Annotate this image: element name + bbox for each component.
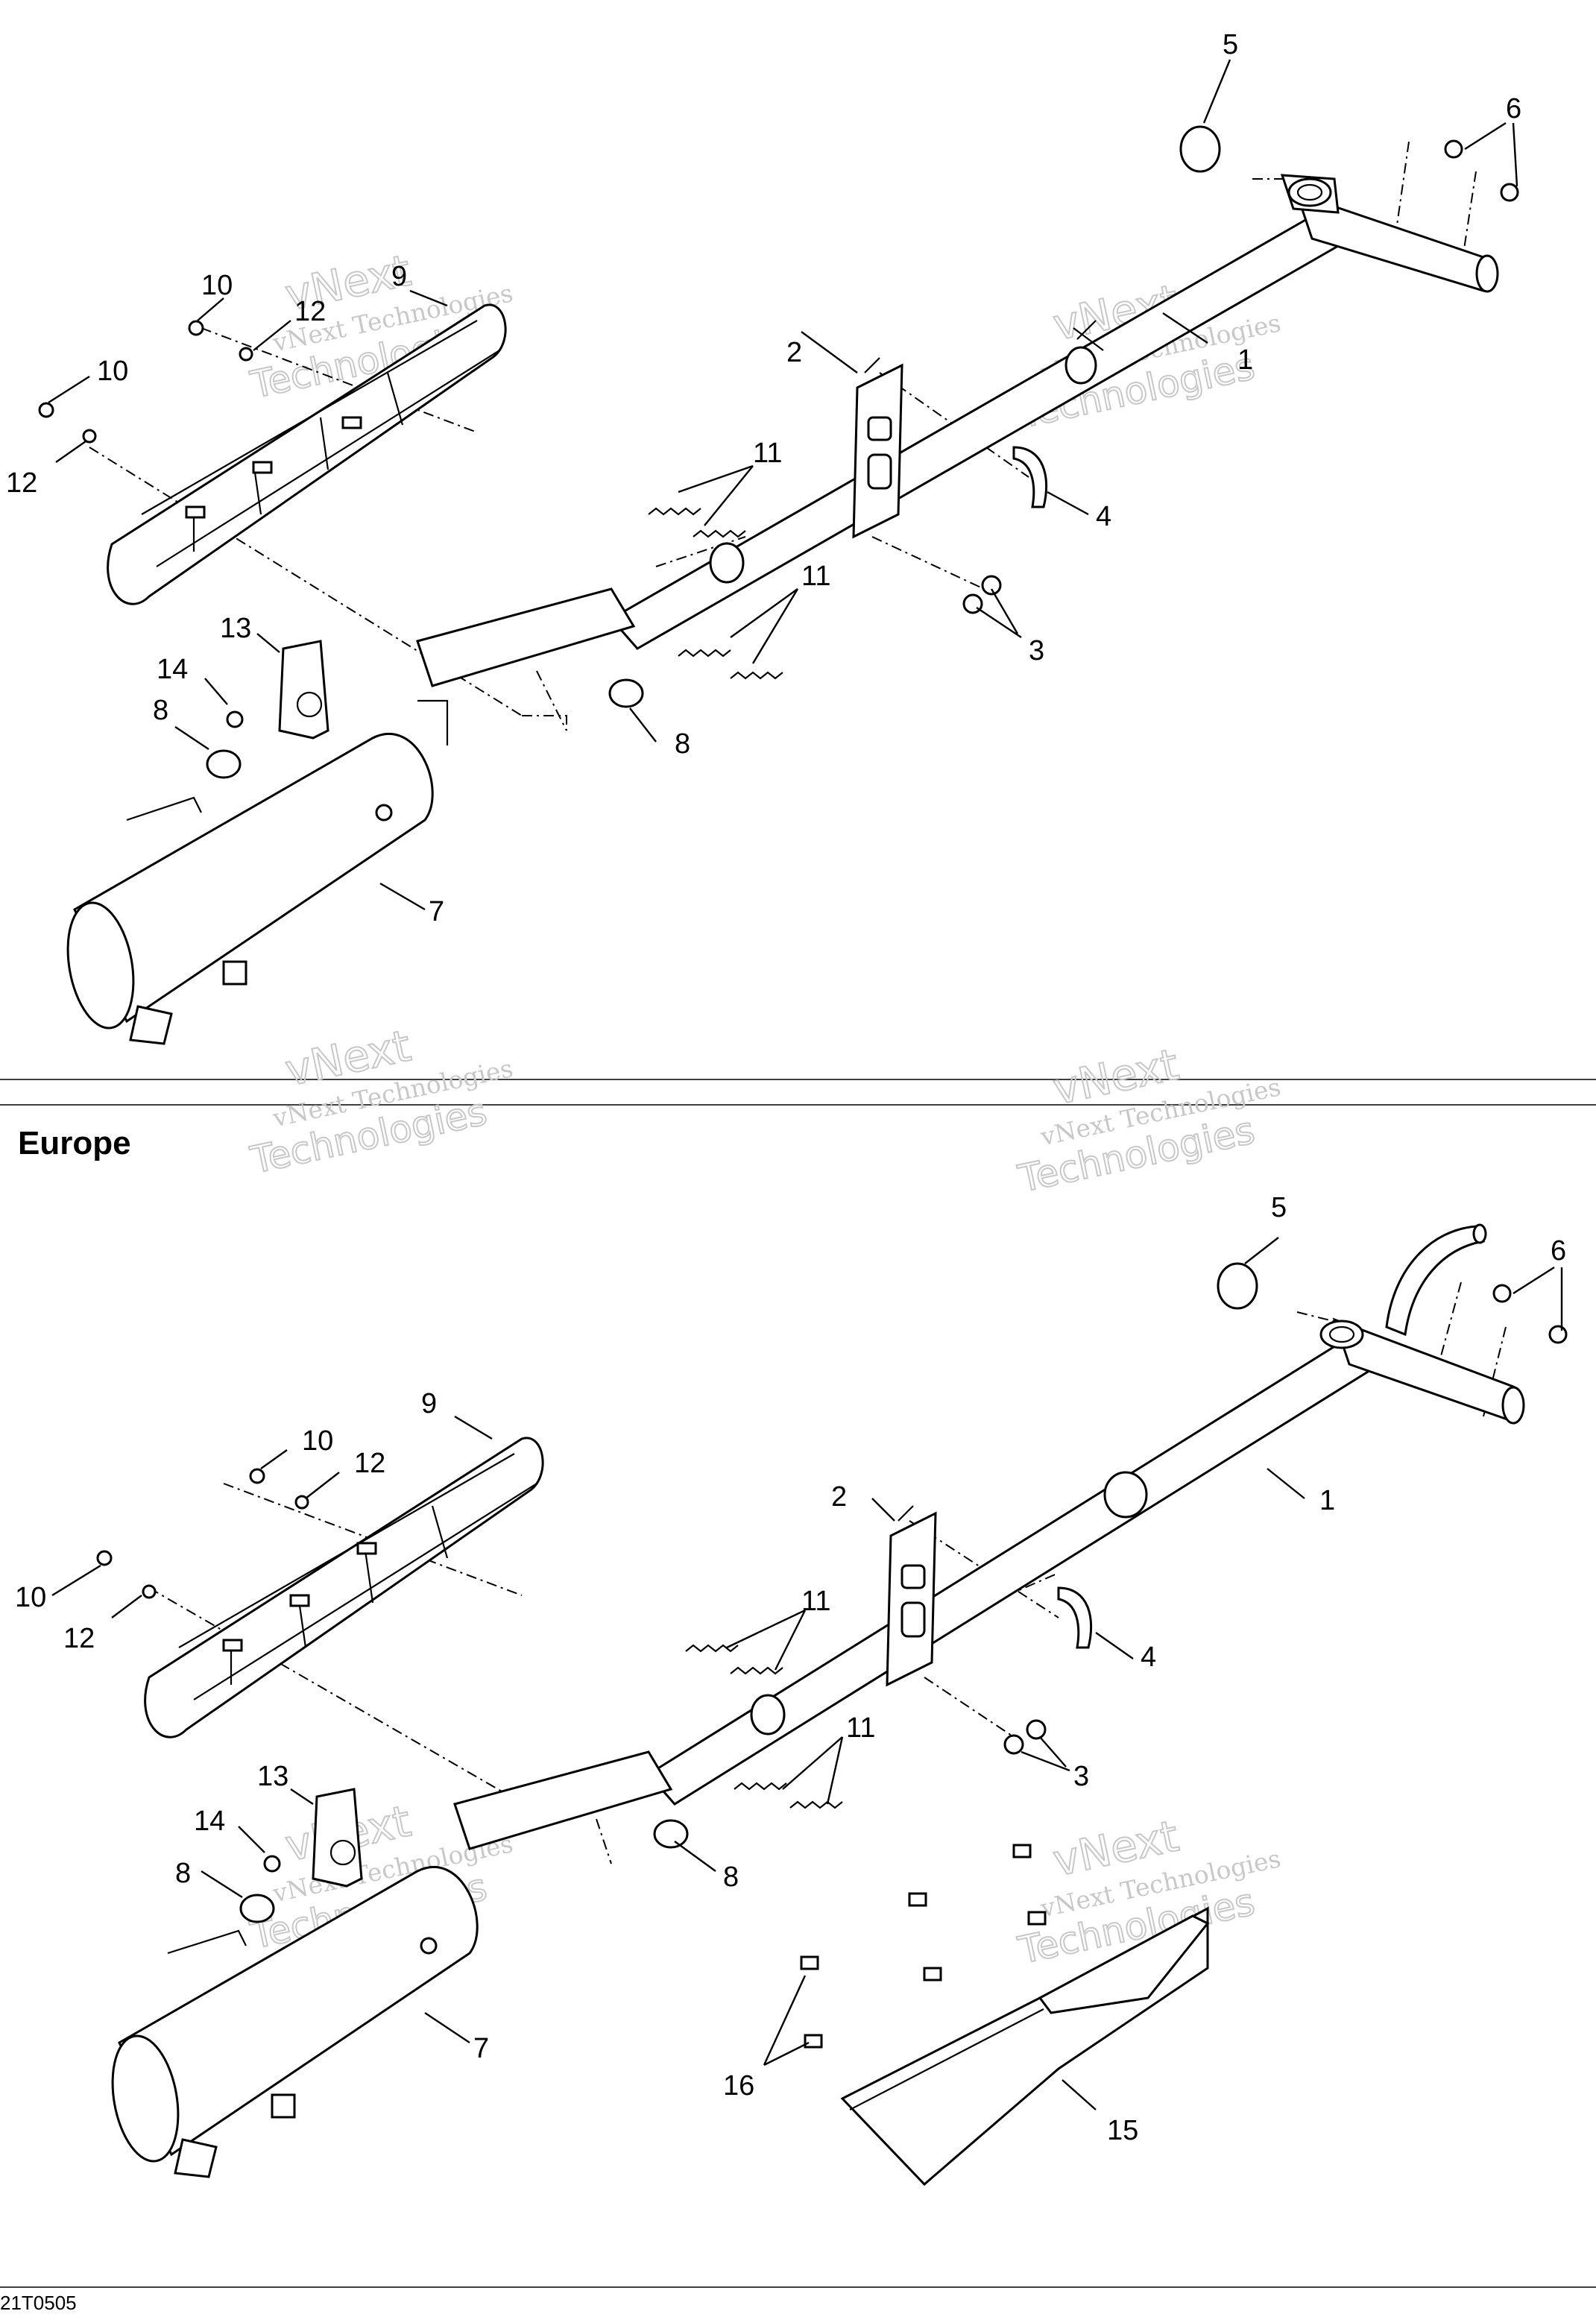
svg-text:9: 9: [421, 1388, 437, 1419]
svg-text:8: 8: [153, 695, 168, 726]
svg-text:9: 9: [391, 261, 407, 292]
gasket-ring: [1179, 125, 1221, 173]
svg-text:5: 5: [1271, 1192, 1287, 1223]
svg-text:16: 16: [723, 2070, 754, 2102]
svg-text:1: 1: [1319, 1485, 1335, 1516]
svg-text:15: 15: [1107, 2115, 1138, 2146]
callouts-europe: 5 6 1 2 3 4 7 8 8 9 10 10 11 11 12 12 13…: [15, 1192, 1566, 2146]
svg-text:4: 4: [1141, 1642, 1156, 1673]
svg-text:8: 8: [723, 1861, 739, 1893]
svg-text:11: 11: [801, 561, 830, 592]
svg-text:7: 7: [473, 2033, 489, 2064]
svg-text:13: 13: [257, 1761, 288, 1792]
mount-bracket-eu: [312, 1788, 363, 1888]
bracket: [852, 357, 903, 539]
svg-text:3: 3: [1029, 635, 1044, 666]
svg-text:10: 10: [302, 1425, 333, 1457]
svg-text:2: 2: [831, 1481, 847, 1513]
callouts-standard: 5 6 1 2 3 4 7 8 8 9 10 10 11 11 12 12 13…: [6, 29, 1521, 927]
hose-eu: [1057, 1586, 1093, 1649]
springs-eu: [685, 1644, 843, 1809]
exhaust-pipe-eu: [646, 1223, 1525, 1806]
grommet-right-eu: [653, 1819, 689, 1849]
lower-heat-guard: [800, 1844, 1210, 2187]
section-title-europe: Europe: [18, 1125, 131, 1161]
muffler: [66, 587, 636, 1045]
svg-text:13: 13: [220, 613, 251, 644]
grommet-left: [206, 749, 242, 779]
bracket-eu: [886, 1505, 937, 1687]
svg-text:2: 2: [786, 337, 802, 368]
svg-text:3: 3: [1073, 1761, 1089, 1792]
grommet-left-eu: [239, 1894, 275, 1923]
svg-text:12: 12: [294, 296, 326, 327]
svg-text:7: 7: [429, 896, 444, 927]
mount-bolt: [226, 710, 244, 728]
mount-bracket: [278, 640, 329, 740]
grommet-right: [608, 678, 644, 708]
svg-text:11: 11: [753, 438, 782, 469]
svg-text:12: 12: [354, 1448, 385, 1479]
watermark-mid-right: vNext vNext Technologies Technologies: [1014, 1038, 1284, 1201]
svg-text:8: 8: [675, 728, 690, 760]
gasket-ring-eu: [1217, 1262, 1258, 1310]
springs: [648, 507, 783, 680]
mount-bolt-eu: [263, 1855, 281, 1873]
hose: [1012, 446, 1048, 508]
bolts-eu: [1003, 1719, 1047, 1755]
svg-text:6: 6: [1506, 93, 1521, 124]
watermark-mid-left: vNext vNext Technologies Technologies: [246, 1019, 516, 1182]
svg-text:5: 5: [1223, 29, 1238, 60]
assembly-europe: vNext vNext Technologies Technologies vN…: [15, 1019, 1568, 2187]
svg-text:12: 12: [6, 467, 37, 499]
muffler-eu: [111, 1750, 673, 2178]
svg-text:14: 14: [194, 1806, 225, 1837]
svg-text:12: 12: [63, 1623, 95, 1654]
exhaust-pipe: [609, 174, 1499, 650]
svg-text:14: 14: [157, 654, 188, 685]
svg-text:1: 1: [1237, 344, 1253, 376]
svg-text:11: 11: [801, 1586, 830, 1617]
nuts: [1444, 139, 1519, 202]
svg-text:10: 10: [15, 1582, 46, 1613]
svg-text:4: 4: [1096, 501, 1111, 532]
svg-text:6: 6: [1551, 1235, 1566, 1267]
svg-text:8: 8: [175, 1858, 191, 1889]
svg-text:11: 11: [846, 1712, 875, 1744]
svg-text:10: 10: [97, 356, 128, 387]
heat-shield-eu: [144, 1437, 544, 1738]
figure-id: 21T0505: [0, 2292, 77, 2314]
assembly-standard: vNext vNext Technologies Technologies vN…: [6, 29, 1521, 1045]
svg-text:10: 10: [201, 270, 233, 301]
heat-shield: [107, 303, 507, 605]
